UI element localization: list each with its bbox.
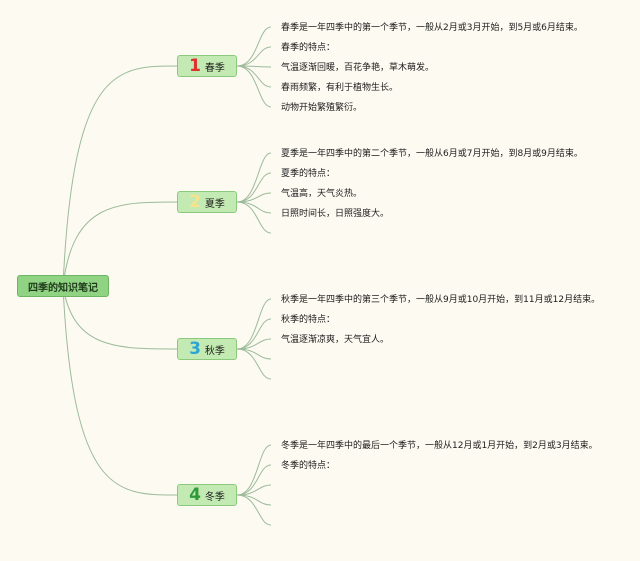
autumn-leaf-2-connector — [236, 318, 272, 350]
spring-leaf-2-connector — [236, 46, 272, 67]
summer-leaf-3[interactable]: 气温高，天气炎热。 — [281, 189, 363, 199]
spring-leaf-1-connector — [236, 26, 272, 67]
autumn-leaf-3[interactable]: 气温逐渐凉爽，天气宜人。 — [281, 335, 390, 345]
autumn-leaf-1-connector — [236, 298, 272, 350]
branch-summer[interactable]: 2 夏季 — [177, 191, 237, 213]
root-to-autumn-connector — [62, 285, 178, 350]
root-to-winter-connector — [62, 285, 178, 496]
spring-leaf-4[interactable]: 春雨频繁，有利于植物生长。 — [281, 83, 399, 93]
spring-leaf-1[interactable]: 春季是一年四季中的第一个季节，一般从2月或3月开始，到5月或6月结束。 — [281, 23, 583, 33]
branch-winter[interactable]: 4 冬季 — [177, 484, 237, 506]
spring-leaf-5-connector — [236, 65, 272, 108]
summer-leaf-1-connector — [236, 152, 272, 203]
winter-leaf-1[interactable]: 冬季是一年四季中的最后一个季节，一般从12月或1月开始，到2月或3月结束。 — [281, 441, 598, 451]
spring-leaf-4-connector — [236, 65, 272, 88]
summer-leaf-4-connector — [236, 201, 272, 214]
autumn-number-badge: 3 — [189, 338, 201, 359]
summer-leaf-2-connector — [236, 172, 272, 203]
summer-leaf-5-connector — [236, 201, 272, 234]
summer-leaf-1[interactable]: 夏季是一年四季中的第二个季节，一般从6月或7月开始，到8月或9月结束。 — [281, 149, 583, 159]
summer-number-badge: 2 — [189, 191, 201, 212]
summer-leaf-4[interactable]: 日照时间长，日照强度大。 — [281, 209, 390, 219]
root-label: 四季的知识笔记 — [28, 282, 98, 294]
branch-spring[interactable]: 1 春季 — [177, 55, 237, 77]
spring-leaf-3[interactable]: 气温逐渐回暖，百花争艳，草木萌发。 — [281, 63, 435, 73]
winter-leaf-1-connector — [236, 444, 272, 496]
winter-label: 冬季 — [204, 491, 225, 503]
winter-leaf-4-connector — [236, 494, 272, 506]
autumn-leaf-5-connector — [236, 348, 272, 380]
root-node[interactable]: 四季的知识笔记 — [17, 275, 109, 297]
summer-leaf-2[interactable]: 夏季的特点： — [281, 169, 336, 179]
spring-leaf-2[interactable]: 春季的特点： — [281, 43, 336, 53]
winter-leaf-2[interactable]: 冬季的特点： — [281, 461, 336, 471]
autumn-leaf-1[interactable]: 秋季是一年四季中的第三个季节，一般从9月或10月开始，到11月或12月结束。 — [281, 295, 601, 305]
autumn-label: 秋季 — [204, 345, 225, 357]
spring-label: 春季 — [204, 62, 225, 74]
winter-number-badge: 4 — [189, 484, 201, 505]
root-to-spring-connector — [62, 65, 178, 287]
winter-leaf-2-connector — [236, 464, 272, 496]
winter-leaf-5-connector — [236, 494, 272, 526]
root-to-summer-connector — [62, 201, 178, 287]
branch-autumn[interactable]: 3 秋季 — [177, 338, 237, 360]
spring-leaf-5[interactable]: 动物开始繁殖繁衍。 — [281, 103, 363, 113]
summer-label: 夏季 — [204, 198, 225, 210]
spring-number-badge: 1 — [189, 55, 201, 76]
autumn-leaf-2[interactable]: 秋季的特点： — [281, 315, 336, 325]
autumn-leaf-4-connector — [236, 348, 272, 360]
